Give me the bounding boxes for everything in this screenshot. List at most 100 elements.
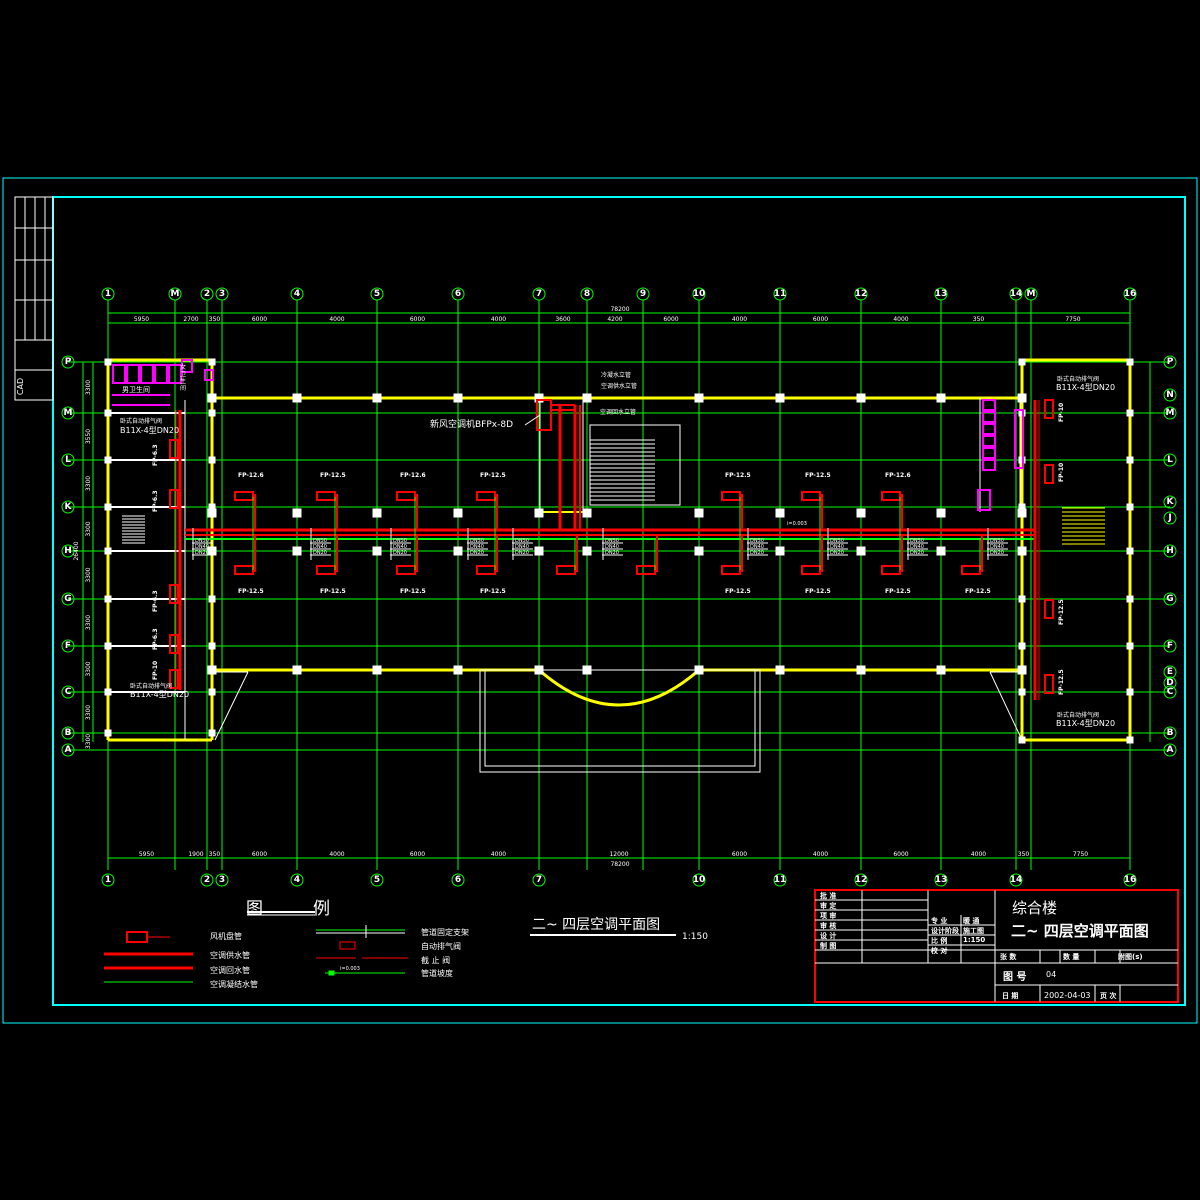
toilet-label: 男卫生间 — [122, 386, 150, 394]
column — [775, 665, 785, 675]
fan-coil-label: FP-12.6 — [400, 472, 426, 479]
axis-bubble — [168, 287, 182, 301]
axis-label-bottom: 13 — [935, 875, 948, 885]
pipe-size-label: DN50 — [195, 538, 209, 544]
column — [534, 665, 544, 675]
fresh-air-unit — [536, 399, 552, 431]
axis-bubble — [1163, 639, 1177, 653]
fan-coil-label: FP-10 — [1058, 402, 1065, 422]
slope-label: i=0.003 — [787, 521, 807, 527]
dimension-top: 4000 — [893, 316, 908, 323]
axis-bubble — [934, 873, 948, 887]
column — [1126, 547, 1134, 555]
dimension-top: 4000 — [491, 316, 506, 323]
title-block-value: 暖 通 — [963, 917, 980, 925]
fan-coil-unit — [169, 489, 179, 509]
legend-title-b: 例 — [313, 899, 330, 919]
column — [1018, 736, 1026, 744]
axis-bubble — [1123, 873, 1137, 887]
toilet-fixture — [977, 489, 991, 511]
column — [1018, 595, 1026, 603]
dimension-bottom: 4000 — [971, 851, 986, 858]
column — [936, 393, 946, 403]
pipe-size-label: DN50 — [830, 538, 844, 544]
axis-label-right: B — [1167, 728, 1174, 738]
dimension-top: 350 — [973, 316, 985, 323]
axis-bubble — [61, 685, 75, 699]
column — [534, 393, 544, 403]
column — [208, 456, 216, 464]
dimension-bottom: 6000 — [252, 851, 267, 858]
date-label: 日 期 — [1002, 992, 1019, 1000]
column — [1126, 456, 1134, 464]
axis-label-left: M — [64, 408, 73, 418]
column — [208, 547, 216, 555]
fan-coil-unit — [961, 565, 981, 575]
axis-label-bottom: 11 — [774, 875, 787, 885]
dimension-top: 7750 — [1065, 316, 1080, 323]
fan-coil-unit — [801, 565, 821, 575]
toilet-fixture — [982, 459, 996, 471]
toilet-fixture — [140, 364, 154, 384]
pipe-size-label: DN50 — [605, 538, 619, 544]
axis-label-top: 6 — [455, 289, 461, 299]
pipe-size-label: DN40 — [195, 544, 209, 550]
toilet-fixture — [982, 435, 996, 447]
date-value: 2002-04-03 — [1044, 991, 1091, 1000]
axis-bubble — [1163, 726, 1177, 740]
legend-label-fan-coil: 风机盘管 — [210, 932, 242, 941]
fan-coil-unit — [169, 439, 179, 459]
dimension-top: 5950 — [134, 316, 149, 323]
toilet-fixture — [204, 369, 214, 381]
axis-bubble — [1163, 743, 1177, 757]
axis-bubble — [370, 873, 384, 887]
pipe-size-label: DN50 — [515, 538, 529, 544]
axis-label-left: H — [64, 546, 72, 556]
legend-label-air-vent: 自动排气阀 — [421, 942, 461, 951]
column — [372, 393, 382, 403]
pipe-size-label: DN40 — [515, 544, 529, 550]
axis-label-bottom: 7 — [536, 875, 542, 885]
column — [208, 503, 216, 511]
fan-coil-label: FP-12.5 — [1058, 599, 1065, 625]
fan-coil-label: FP-6.3 — [152, 490, 159, 512]
column — [1018, 547, 1026, 555]
axis-label-top: 1 — [105, 289, 111, 299]
column — [856, 393, 866, 403]
riser-label-1: 冷凝水立管 — [601, 372, 632, 379]
fan-coil-unit — [881, 565, 901, 575]
axis-label-right: N — [1166, 390, 1174, 400]
toilet-fixture — [112, 364, 126, 384]
legend-title-a: 图 — [246, 899, 263, 919]
axis-bubble — [636, 287, 650, 301]
pipe-size-label: DN20 — [470, 550, 484, 556]
fan-coil-unit — [801, 491, 821, 501]
axis-label-right: F — [1167, 641, 1173, 651]
axis-bubble — [61, 726, 75, 740]
axis-bubble — [1163, 453, 1177, 467]
side-strip — [14, 196, 54, 401]
fan-coil-label: FP-12.6 — [238, 472, 264, 479]
fan-coil-label: FP-12.5 — [320, 588, 346, 595]
column — [856, 508, 866, 518]
drawing-title: 二~ 四层空调平面图 — [1011, 922, 1149, 940]
dimension-bottom: 12000 — [609, 851, 628, 858]
axis-label-left: C — [65, 687, 72, 697]
outer-frame — [2, 177, 1198, 1024]
axis-label-right: G — [1166, 594, 1173, 604]
axis-label-top: M — [171, 289, 180, 299]
axis-bubble — [61, 406, 75, 420]
pipe-size-label: DN40 — [750, 544, 764, 550]
title-block-value: 施工图 — [963, 927, 984, 935]
column — [582, 665, 592, 675]
fan-coil-unit — [234, 491, 254, 501]
pipe-size-label: DN50 — [910, 538, 924, 544]
column — [207, 393, 217, 403]
fan-coil-unit — [1044, 674, 1054, 694]
pipe-size-label: DN40 — [990, 544, 1004, 550]
column — [453, 508, 463, 518]
column — [208, 729, 216, 737]
toilet-fixture — [126, 364, 140, 384]
side-strip-text: CAD — [16, 377, 26, 396]
fan-coil-label: FP-6.3 — [152, 444, 159, 466]
